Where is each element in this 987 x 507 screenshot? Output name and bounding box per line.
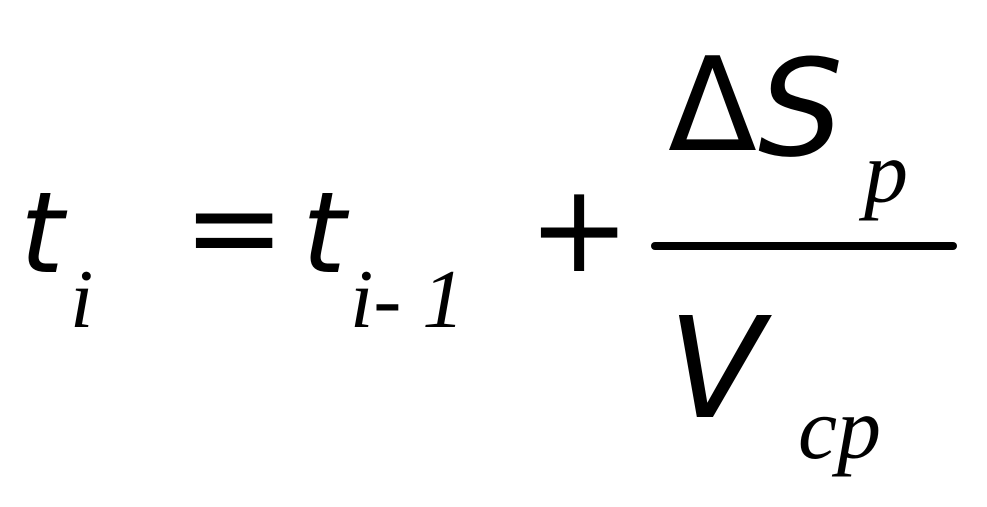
rhs-variable-t: t: [302, 169, 346, 299]
lhs-variable-t: t: [20, 169, 64, 299]
lhs-subscript-i: i: [70, 253, 94, 346]
rhs-subscript-i-minus-1: i- 1: [350, 253, 465, 346]
numerator-variable-s: S: [758, 31, 844, 187]
plus-sign: +: [528, 158, 631, 300]
denominator-subscript-cp: cp: [798, 381, 882, 478]
numerator-subscript-p: p: [864, 125, 908, 222]
denominator-variable-v: V: [668, 288, 764, 451]
numerator-delta: Δ: [668, 29, 757, 181]
equals-sign: =: [183, 156, 286, 298]
fraction-bar: [651, 242, 957, 250]
